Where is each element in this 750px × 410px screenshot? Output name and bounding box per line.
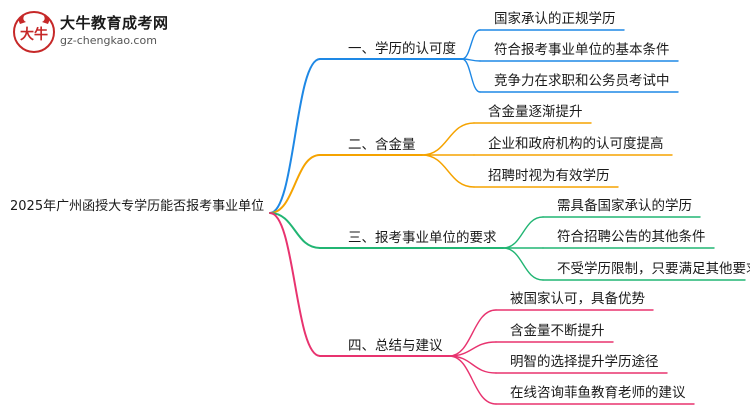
leaf-node[interactable]: 含金量逐渐提升: [488, 104, 583, 120]
site-logo[interactable]: 大牛 大牛教育成考网 gz-chengkao.com: [12, 10, 202, 54]
branch-connector: [269, 58, 321, 214]
leaf-node[interactable]: 需具备国家承认的学历: [557, 198, 692, 214]
leaf-node[interactable]: 被国家认可，具备优势: [510, 291, 645, 307]
branch-connector: [269, 212, 321, 357]
logo-mark-text: 大牛: [20, 26, 48, 43]
leaf-node[interactable]: 在线咨询菲鱼教育老师的建议: [510, 385, 686, 401]
branch-summary[interactable]: 四、总结与建议: [348, 338, 443, 354]
branch-recognition[interactable]: 一、学历的认可度: [348, 41, 456, 57]
leaf-connector: [421, 122, 475, 156]
leaf-node[interactable]: 含金量不断提升: [510, 323, 605, 339]
leaf-connector: [502, 216, 544, 249]
leaf-connector: [502, 247, 544, 281]
leaf-node[interactable]: 不受学历限制，只要满足其他要求: [557, 261, 750, 277]
logo-title: 大牛教育成考网: [60, 14, 169, 32]
leaf-connector: [448, 355, 497, 405]
leaf-node[interactable]: 招聘时视为有效学历: [488, 168, 610, 184]
leaf-connector: [448, 309, 497, 357]
root-topic[interactable]: 2025年广州函授大专学历能否报考事业单位: [10, 199, 265, 214]
leaf-connector: [421, 154, 475, 188]
leaf-node[interactable]: 明智的选择提升学历途径: [510, 354, 659, 370]
bull-logo-icon: 大牛: [13, 11, 55, 53]
leaf-node[interactable]: 国家承认的正规学历: [494, 11, 616, 27]
leaf-connector: [461, 29, 481, 60]
logo-url: gz-chengkao.com: [60, 34, 157, 47]
leaf-node[interactable]: 符合招聘公告的其他条件: [557, 229, 706, 245]
branch-connector: [269, 154, 321, 214]
leaf-connector: [448, 355, 497, 374]
branch-requirements[interactable]: 三、报考事业单位的要求: [348, 230, 497, 246]
branch-value[interactable]: 二、含金量: [348, 137, 416, 153]
leaf-connector: [461, 58, 481, 93]
leaf-node[interactable]: 竞争力在求职和公务员考试中: [494, 73, 670, 89]
branch-connector: [269, 212, 321, 249]
leaf-node[interactable]: 企业和政府机构的认可度提高: [488, 136, 664, 152]
leaf-connector: [448, 341, 497, 357]
leaf-node[interactable]: 符合报考事业单位的基本条件: [494, 42, 670, 58]
